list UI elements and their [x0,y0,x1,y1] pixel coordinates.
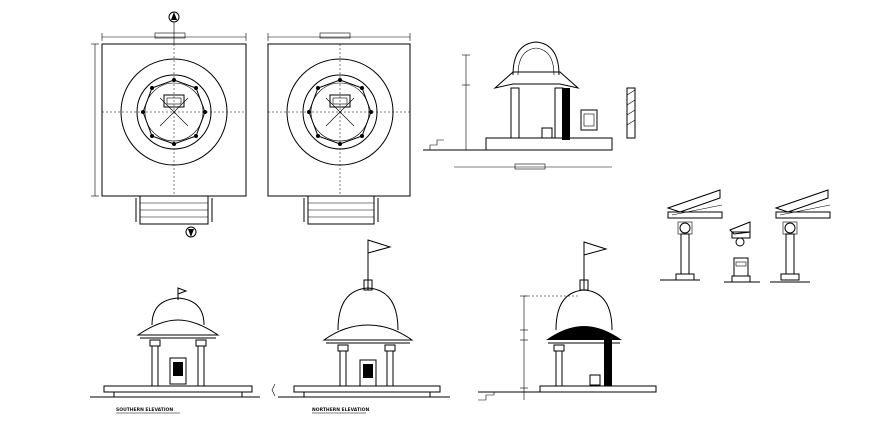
elevation-middle-caption: NORTHERN ELEVATION [312,407,369,413]
north-arrow-icon [168,11,180,23]
section-view-top [423,41,636,170]
column-detail-3 [770,189,831,283]
elevation-middle: NORTHERN ELEVATION [271,239,450,414]
column-detail-2 [724,221,760,283]
plan-view-left [91,11,247,238]
section-elevation-right [478,241,657,401]
north-arrow-icon [185,226,197,238]
elevation-left-caption: SOUTHERN ELEVATION [116,407,173,413]
plan-view-right [267,32,411,225]
elevation-left: SOUTHERN ELEVATION [90,287,260,414]
column-detail-1 [660,189,723,281]
